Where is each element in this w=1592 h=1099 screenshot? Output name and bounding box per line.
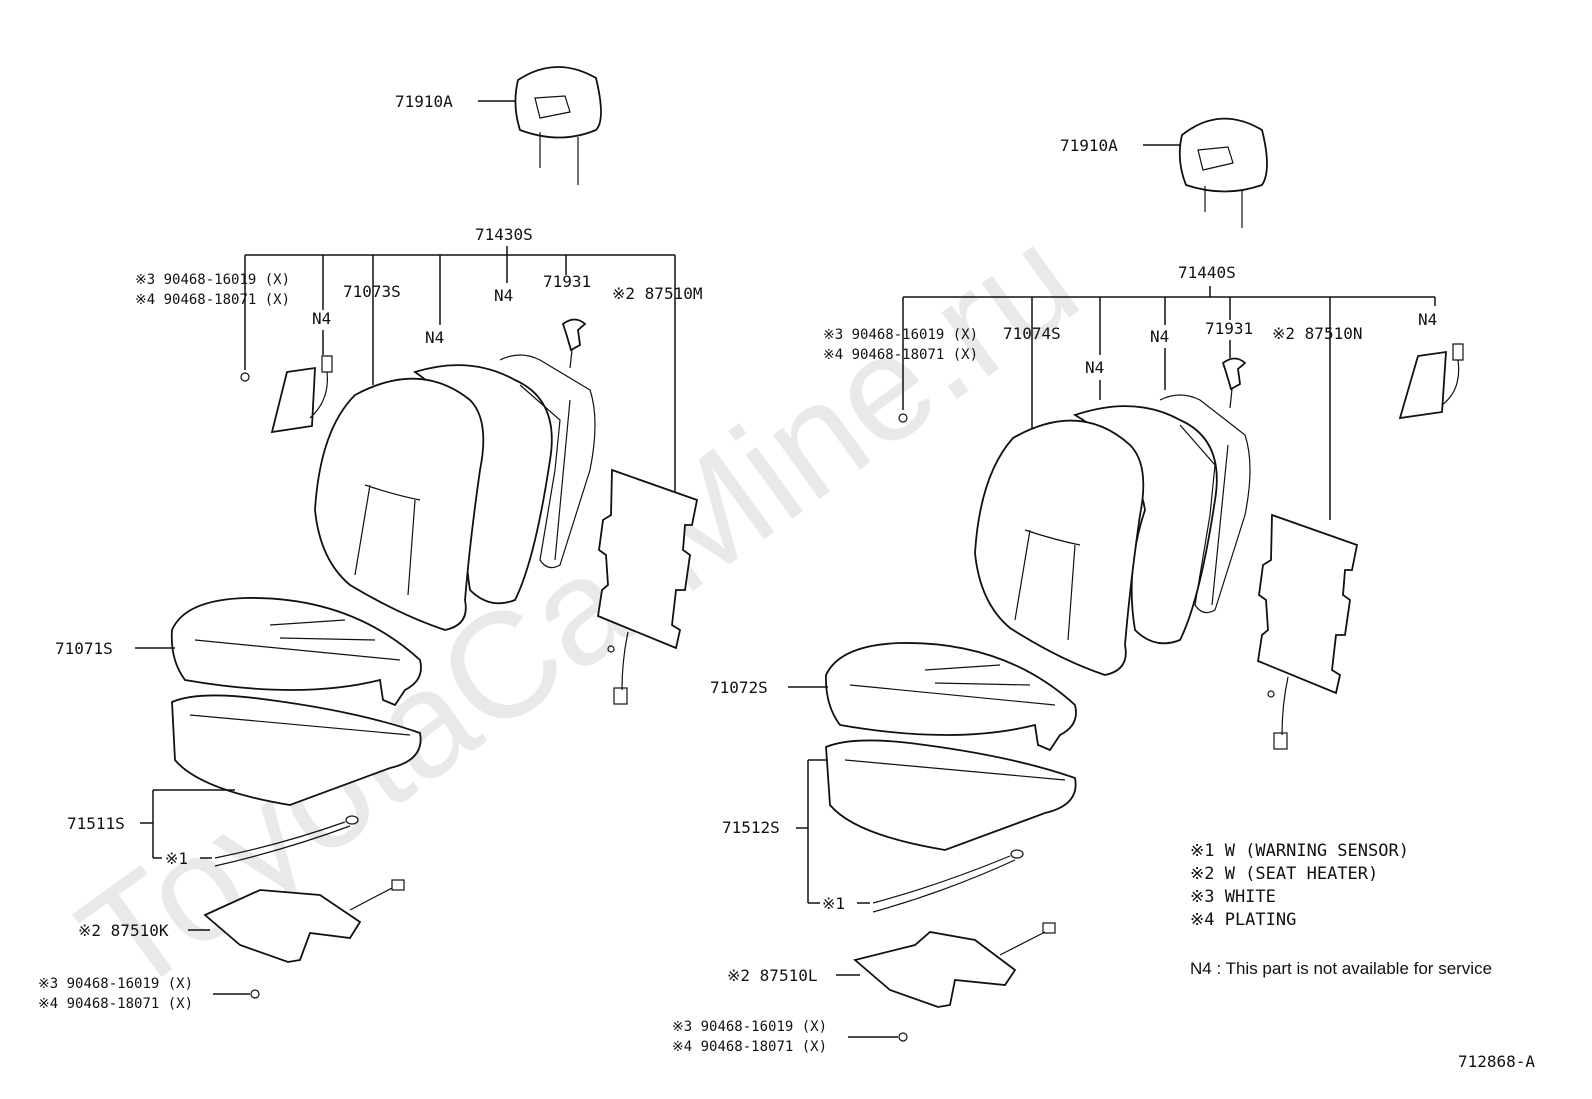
left-pillow-cover-label: 71073S (343, 282, 401, 301)
left-cushion-heater-label: ※2 87510K (78, 921, 169, 940)
left-bottom-clip-white-label: ※3 90468-16019 (X) (38, 976, 193, 992)
right-bottom-clip-white-label: ※3 90468-16019 (X) (672, 1019, 827, 1035)
right-pillow-cover-label: 71074S (1003, 324, 1061, 343)
right-seatback-assy-label: 71440S (1178, 263, 1236, 282)
right-seatback-illustration (974, 394, 1251, 676)
left-lock-knob-label: 71931 (543, 272, 591, 291)
right-lock-knob-illustration (1221, 357, 1247, 409)
left-headrest-illustration (514, 66, 602, 185)
legend-item-seat-heater: ※2 W (SEAT HEATER) (1190, 864, 1378, 884)
left-seatback-illustration (314, 354, 596, 631)
right-cushion-cover-label: 71072S (710, 678, 768, 697)
left-cushion-heater-illustration (203, 879, 405, 963)
left-lock-knob-illustration (561, 318, 587, 369)
service-note: N4 : This part is not available for serv… (1190, 959, 1492, 978)
right-n4-a-label: N4 (1418, 310, 1437, 329)
left-seat-assembly: 71910A 71430S ※3 90468-16019 (X) ※4 9046… (38, 66, 702, 1012)
left-warning-sensor-illustration (214, 815, 359, 867)
left-cushion-cover-label: 71071S (55, 639, 113, 658)
right-seatback-heater-illustration (1257, 513, 1359, 750)
right-lock-knob-label: 71931 (1205, 319, 1253, 338)
left-n4-b-label: N4 (425, 328, 444, 347)
right-clip-plating-label: ※4 90468-18071 (X) (823, 347, 978, 363)
legend: ※1 W (WARNING SENSOR) ※2 W (SEAT HEATER)… (1190, 841, 1409, 930)
right-sensor-label: ※1 (822, 894, 845, 913)
left-heater-back-label: ※2 87510M (612, 284, 702, 303)
left-headrest-label: 71910A (395, 92, 453, 111)
legend-item-plating: ※4 PLATING (1190, 910, 1296, 930)
left-seatback-assy-label: 71430S (475, 225, 533, 244)
figure-code: 712868-A (1458, 1052, 1535, 1071)
left-sensor-label: ※1 (165, 849, 188, 868)
left-clip-plating-label: ※4 90468-18071 (X) (135, 292, 290, 308)
right-cushion-heater-illustration (853, 922, 1056, 1008)
right-bottom-clip-plating-label: ※4 90468-18071 (X) (672, 1039, 827, 1055)
right-n4-c-label: N4 (1150, 327, 1169, 346)
right-heater-back-label: ※2 87510N (1272, 324, 1362, 343)
right-warning-sensor-illustration (872, 849, 1024, 913)
right-cushion-assy-label: 71512S (722, 818, 780, 837)
left-n4-a-label: N4 (312, 309, 331, 328)
left-bottom-clip-plating-label: ※4 90468-18071 (X) (38, 996, 193, 1012)
right-side-airbag-illustration (1398, 343, 1464, 420)
legend-item-warning-sensor: ※1 W (WARNING SENSOR) (1190, 841, 1409, 861)
right-clip-white-label: ※3 90468-16019 (X) (823, 327, 978, 343)
left-side-airbag-illustration (270, 355, 333, 434)
left-seatback-heater-illustration (597, 468, 699, 705)
left-seat-cushion-illustration (170, 597, 422, 806)
legend-item-white: ※3 WHITE (1190, 887, 1276, 907)
left-n4-c-label: N4 (494, 286, 513, 305)
right-n4-b-label: N4 (1085, 358, 1104, 377)
right-headrest-label: 71910A (1060, 136, 1118, 155)
left-cushion-assy-label: 71511S (67, 814, 125, 833)
right-headrest-illustration (1178, 117, 1268, 228)
right-seat-assembly: 71910A 71440S ※3 90468-16019 (X) ※4 9046… (672, 117, 1464, 1055)
right-cushion-heater-label: ※2 87510L (727, 966, 817, 985)
right-seat-cushion-illustration (825, 642, 1077, 851)
left-clip-white-label: ※3 90468-16019 (X) (135, 272, 290, 288)
